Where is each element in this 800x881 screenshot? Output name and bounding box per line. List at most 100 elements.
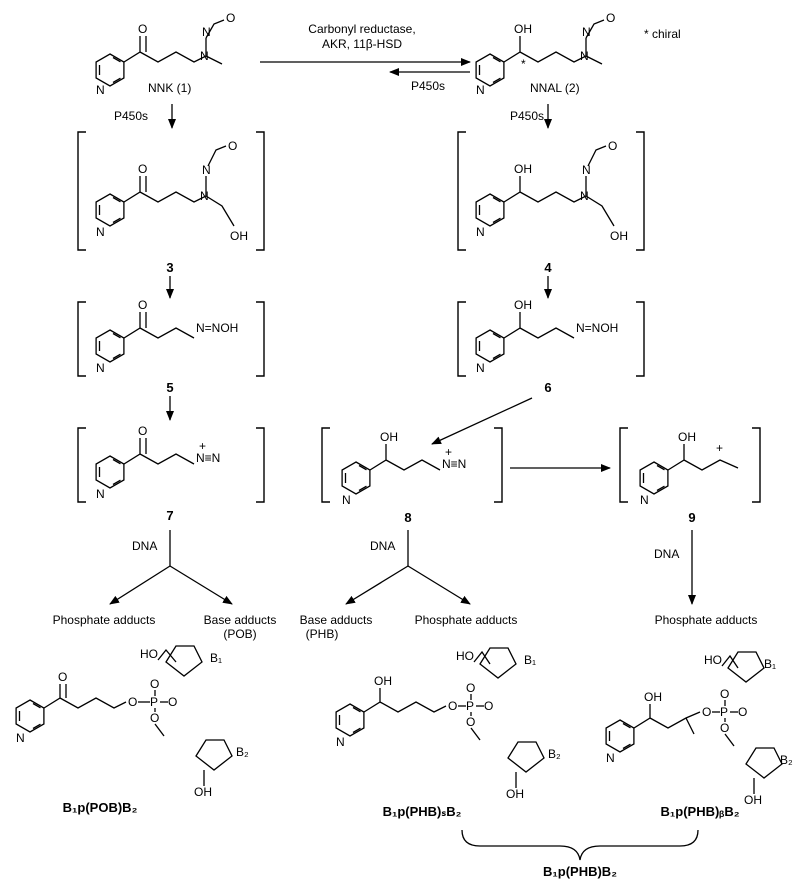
svg-text:HO: HO [456, 649, 474, 663]
svg-text:O: O [138, 424, 147, 438]
svg-text:N: N [582, 25, 591, 39]
svg-text:O: O [150, 711, 159, 725]
svg-text:N≡N: N≡N [442, 457, 466, 471]
base-adducts-left: Base adducts [204, 613, 277, 627]
svg-text:O: O [228, 139, 237, 153]
phosphate-adducts-middle: Phosphate adducts [415, 613, 518, 627]
compound-9-label: 9 [688, 510, 695, 525]
svg-text:O: O [608, 139, 617, 153]
svg-text:O: O [606, 11, 615, 25]
svg-text:OH: OH [514, 22, 532, 36]
compound-3-label: 3 [166, 260, 173, 275]
phb-label: (PHB) [306, 627, 339, 641]
svg-text:OH: OH [380, 430, 398, 444]
compound-5: O N=NOH N [77, 298, 265, 377]
compound-6: OH N=NOH N [457, 298, 645, 377]
nnal-label: NNAL (2) [530, 81, 580, 95]
svg-text:N: N [202, 25, 211, 39]
svg-text:O: O [150, 677, 159, 691]
svg-text:N: N [606, 751, 615, 765]
svg-text:O: O [484, 699, 493, 713]
svg-text:OH: OH [230, 229, 248, 243]
arrow-6-8 [431, 397, 533, 445]
svg-text:O: O [720, 721, 729, 735]
svg-text:P: P [150, 695, 158, 709]
phbb-phosphate-adduct: OH N O P O O O HO B₁ B₂ OH [605, 651, 793, 807]
svg-text:+: + [716, 441, 723, 455]
svg-text:O: O [720, 687, 729, 701]
svg-text:N: N [202, 163, 211, 177]
phbs-phosphate-adduct: OH N O P O O O HO B₁ B₂ OH [335, 647, 561, 801]
svg-text:N≡N: N≡N [196, 451, 220, 465]
product-phbs: B₁p(PHB)ₛB₂ [383, 804, 462, 819]
svg-text:+: + [445, 445, 452, 459]
svg-text:B₂: B₂ [236, 745, 249, 759]
pob-label: (POB) [223, 627, 256, 641]
p450-label-left: P450s [114, 109, 148, 123]
svg-text:N: N [200, 189, 209, 203]
svg-text:N: N [96, 83, 105, 97]
svg-text:OH: OH [194, 785, 212, 799]
compound-7: O N≡N + N [77, 424, 265, 503]
base-adducts-middle: Base adducts [300, 613, 373, 627]
compound-6-label: 6 [544, 380, 551, 395]
enzyme-line2: AKR, 11β-HSD [322, 37, 402, 51]
svg-text:OH: OH [514, 298, 532, 312]
compound-3: O N N O OH N [77, 131, 265, 251]
svg-text:B₁: B₁ [210, 651, 222, 665]
svg-text:N=NOH: N=NOH [576, 321, 618, 335]
svg-text:OH: OH [644, 690, 662, 704]
svg-text:N: N [580, 49, 589, 63]
svg-text:B₁: B₁ [524, 653, 536, 667]
nnk-structure: O N N O N [95, 11, 235, 97]
svg-text:N: N [640, 493, 649, 507]
phosphate-adducts-right: Phosphate adducts [655, 613, 758, 627]
svg-text:N=NOH: N=NOH [196, 321, 238, 335]
svg-text:HO: HO [140, 647, 158, 661]
svg-text:P: P [720, 705, 728, 719]
svg-text:+: + [199, 439, 206, 453]
compound-4-label: 4 [544, 260, 552, 275]
dna-label-9: DNA [654, 547, 679, 561]
dna-label-8: DNA [370, 539, 395, 553]
svg-text:OH: OH [678, 430, 696, 444]
svg-text:B₂: B₂ [780, 753, 793, 767]
dna-label-7: DNA [132, 539, 157, 553]
svg-text:N: N [96, 487, 105, 501]
svg-text:O: O [738, 705, 747, 719]
compound-8: OH N≡N + N [321, 427, 503, 507]
svg-text:B₁: B₁ [764, 657, 776, 671]
svg-text:*: * [521, 57, 526, 71]
nnal-structure: OH N N O N * [475, 11, 615, 97]
product-phb: B₁p(PHB)B₂ [543, 864, 617, 879]
svg-text:O: O [466, 715, 475, 729]
svg-text:N: N [476, 225, 485, 239]
compound-4: OH N N O OH N [457, 131, 645, 251]
compound-8-label: 8 [404, 510, 411, 525]
svg-text:HO: HO [704, 653, 722, 667]
product-phbb: B₁p(PHB)ᵦB₂ [660, 804, 739, 819]
svg-text:OH: OH [514, 162, 532, 176]
svg-text:N: N [342, 493, 351, 507]
product-pob: B₁p(POB)B₂ [63, 800, 138, 815]
svg-text:N: N [476, 361, 485, 375]
svg-text:OH: OH [506, 787, 524, 801]
svg-text:OH: OH [744, 793, 762, 807]
compound-7-label: 7 [166, 508, 173, 523]
svg-text:N: N [336, 735, 345, 749]
svg-text:N: N [96, 225, 105, 239]
svg-text:O: O [702, 705, 711, 719]
chiral-note: * chiral [644, 27, 681, 41]
svg-text:O: O [138, 22, 147, 36]
svg-text:O: O [168, 695, 177, 709]
svg-text:OH: OH [374, 674, 392, 688]
svg-text:P: P [466, 699, 474, 713]
svg-text:N: N [582, 163, 591, 177]
svg-text:N: N [96, 361, 105, 375]
pob-phosphate-adduct: O N O P O O O HO B₁ B₂ OH [15, 645, 249, 799]
phosphate-adducts-left: Phosphate adducts [53, 613, 156, 627]
svg-text:N: N [200, 49, 209, 63]
svg-text:O: O [448, 699, 457, 713]
grouping-brace [461, 829, 699, 861]
